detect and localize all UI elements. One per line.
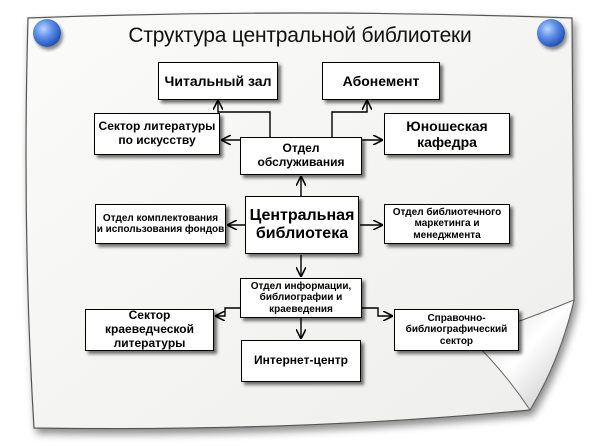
node-art-sector: Сектор литературы по искусству — [94, 113, 220, 155]
pin-right-icon — [537, 19, 565, 47]
node-central-library: Центральная библиотека — [245, 196, 359, 254]
node-info-dept: Отдел информации, библиографии и краевед… — [240, 278, 362, 318]
node-local-history-sector: Сектор краеведческой литературы — [85, 308, 214, 351]
node-acquisition-dept: Отдел комплектования и использования фон… — [95, 204, 226, 244]
diagram-title: Структура центральной библиотеки — [128, 24, 472, 47]
node-reading-room: Читальный зал — [158, 62, 278, 100]
paper-curl — [469, 299, 575, 411]
node-subscription: Абонемент — [322, 62, 440, 100]
node-reference-sector: Справочно- библиографический сектор — [394, 309, 519, 351]
node-youth-dept: Юношеская кафедра — [384, 113, 510, 155]
node-marketing-dept: Отдел библиотечного маркетинга и менеджм… — [384, 204, 510, 244]
node-service-dept: Отдел обслуживания — [240, 137, 362, 175]
node-internet-center: Интернет-центр — [241, 340, 361, 382]
pin-left-icon — [33, 19, 61, 47]
